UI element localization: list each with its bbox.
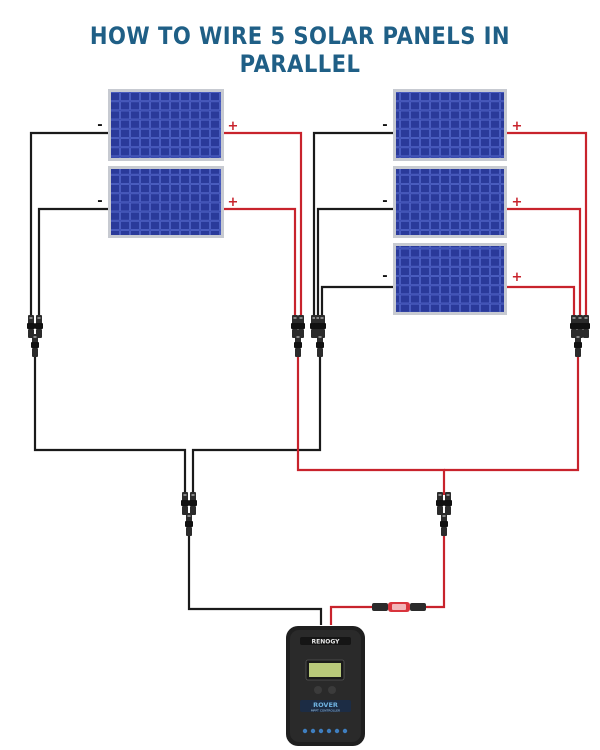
positive-label: + — [512, 195, 523, 210]
positive-label: + — [512, 270, 523, 285]
wire-pos-panel-2 — [222, 207, 297, 320]
positive-label: + — [512, 119, 523, 134]
mc4-connector-icon — [310, 315, 326, 357]
wire-neg-panel-4 — [316, 207, 395, 320]
wire-pos-right-trunk — [444, 348, 580, 472]
wire-neg-panel-2 — [37, 207, 110, 320]
wire-neg-panel-5 — [320, 285, 395, 320]
solar-panel-icon — [393, 89, 507, 161]
mc4-connector-icon — [436, 492, 452, 536]
negative-label: - — [382, 269, 387, 284]
wire-neg-right-trunk — [191, 348, 322, 500]
controller-model: ROVER — [313, 701, 338, 709]
positive-label: + — [228, 119, 239, 134]
wire-neg-panel-3 — [312, 131, 395, 320]
charge-controller-icon: RENOGY ROVER MPPT CONTROLLER — [286, 626, 365, 746]
inline-fuse-icon — [372, 602, 426, 612]
wire-pos-panel-4 — [505, 207, 582, 320]
page-title: HOW TO WIRE 5 SOLAR PANELS IN PARALLEL — [89, 22, 511, 78]
negative-label: - — [382, 118, 387, 133]
solar-panel-icon — [108, 89, 224, 161]
wire-neg-panel-1 — [29, 131, 110, 320]
wire-pos-panel-1 — [222, 131, 303, 320]
mc4-connector-icon — [570, 315, 590, 357]
negative-label: - — [97, 194, 102, 209]
solar-panel-icon — [108, 166, 224, 238]
controller-brand: RENOGY — [312, 639, 341, 646]
wire-neg-controller — [187, 532, 323, 625]
positive-label: + — [228, 195, 239, 210]
negative-label: - — [382, 194, 387, 209]
solar-panel-icon — [393, 166, 507, 238]
mc4-connector-icon — [27, 315, 43, 357]
wire-pos-controller — [329, 532, 446, 625]
wire-neg-left-trunk — [33, 348, 187, 500]
negative-label: - — [97, 118, 102, 133]
mc4-connector-icon — [181, 492, 197, 536]
mc4-connector-icon — [291, 315, 305, 357]
wire-pos-panel-5 — [505, 285, 576, 320]
wire-pos-panel-3 — [505, 131, 588, 320]
controller-subtitle: MPPT CONTROLLER — [311, 709, 340, 713]
wire-pos-left-trunk — [296, 348, 446, 495]
solar-panel-icon — [393, 243, 507, 315]
negative-wires — [29, 131, 395, 625]
